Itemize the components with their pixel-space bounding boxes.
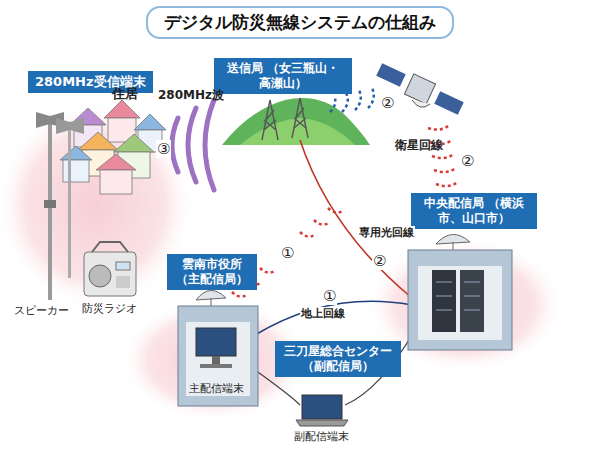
callout-number: ②: [372, 252, 387, 270]
box-text: 三刀屋総合センター （副配信局）: [282, 344, 394, 374]
box-text: 中央配信局 （横浜市、山口市）: [418, 196, 530, 226]
speaker-pole: [36, 112, 84, 300]
label-text: 280MHz波: [158, 88, 224, 102]
laptop: [296, 395, 348, 426]
radio-wave: [172, 100, 214, 190]
label-text: 衛星回線: [395, 138, 443, 152]
satellite-wave: [428, 126, 458, 186]
label-text: 主配信端末: [188, 382, 245, 395]
label-text: 住居: [112, 86, 138, 102]
area-glow: [0, 100, 195, 310]
houses: [60, 100, 166, 194]
label-box: 三刀屋総合センター （副配信局）: [275, 341, 401, 377]
callout-number: ②: [460, 152, 475, 170]
tower: [262, 98, 308, 140]
label-box: 送信局 （女三瓶山・高瀬山）: [214, 58, 352, 94]
satellite: [376, 63, 463, 115]
callout-number: ①: [280, 244, 295, 262]
box-text: 雲南市役所 （主配信局）: [174, 257, 250, 287]
mountain: [240, 118, 355, 145]
label-text: スピーカー: [14, 304, 69, 317]
label-text: 防災ラジオ: [82, 302, 137, 315]
box-text: 送信局 （女三瓶山・高瀬山）: [221, 61, 345, 91]
callout-number: ③: [156, 140, 171, 158]
callout-number: ②: [380, 94, 395, 112]
label-box: 雲南市役所 （主配信局）: [167, 254, 257, 290]
radio: [84, 242, 136, 296]
label-box: 中央配信局 （横浜市、山口市）: [411, 193, 537, 229]
title: デジタル防災無線システムの仕組み: [146, 6, 454, 39]
city-hall-building: [178, 290, 258, 406]
label-text: 地上回線: [300, 307, 346, 320]
optical-line: [300, 140, 412, 298]
central-building: [408, 234, 512, 350]
label-text: 副配信端末: [294, 430, 349, 443]
label-text: 専用光回線: [358, 226, 415, 239]
ground-line: [255, 301, 412, 335]
callout-number: ①: [322, 287, 337, 305]
